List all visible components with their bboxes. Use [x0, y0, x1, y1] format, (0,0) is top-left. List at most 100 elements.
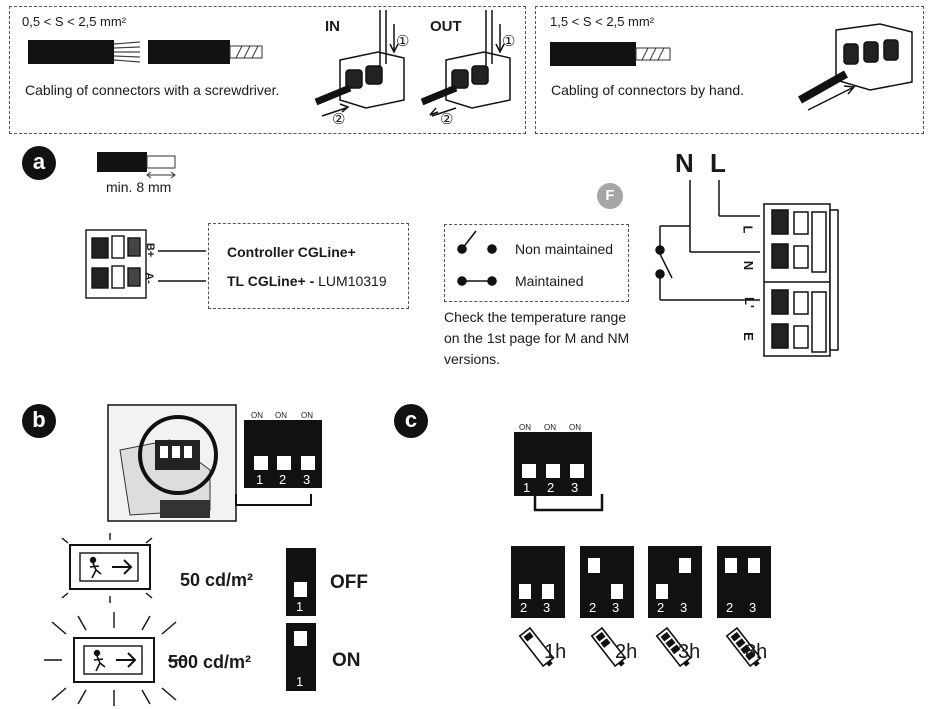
lum2-state: ON	[332, 650, 361, 671]
strip-length-wire-icon	[97, 152, 176, 179]
b-dip-num-1: 1	[256, 472, 264, 487]
lum2-value: 500 cd/m²	[168, 652, 252, 672]
sw1-off-num: 1	[296, 599, 304, 614]
b-dip-lever-1[interactable]	[254, 456, 268, 470]
stripped-wire-stranded-icon	[28, 40, 141, 64]
in-connector-icon	[314, 10, 405, 117]
duration-3h-lever-3[interactable]	[679, 558, 691, 573]
terminal-e: E	[740, 332, 756, 341]
c-dip-lever-1[interactable]	[522, 464, 536, 478]
hand-cabling-box	[535, 6, 924, 134]
box2-caption: Cabling of connectors by hand.	[551, 82, 745, 98]
sw1-off-state[interactable]: 1	[286, 548, 316, 616]
duration-1h-switch[interactable]: 2 3	[511, 546, 565, 618]
tl-label-bold: TL CGLine+ -	[227, 273, 315, 289]
note-line2: on the 1st page for M and NM	[444, 330, 630, 346]
duration-3h-num-3: 3	[680, 600, 688, 615]
lum1-value: 50 cd/m²	[180, 570, 254, 590]
strip-length-label: min. 8 mm	[106, 179, 172, 195]
duration-2h-num-3: 3	[612, 600, 620, 615]
b-dip-switch[interactable]: 1 2 3	[244, 420, 322, 488]
duration-2h-label: 2h	[615, 641, 638, 663]
box1-caption: Cabling of connectors with a screwdriver…	[25, 82, 280, 98]
section-b-badge: b	[22, 404, 56, 438]
b-on-label-2: ON	[275, 411, 287, 420]
push-connector-icon	[798, 23, 913, 111]
sw1-on-state[interactable]: 1	[286, 623, 316, 691]
legend-non-maintained: Non maintained	[515, 241, 614, 257]
battery-icon-2h	[590, 626, 627, 668]
driver-board-photo	[107, 404, 237, 522]
sw1-on-lever[interactable]	[294, 631, 307, 646]
battery-icon-3h	[655, 626, 692, 668]
b-dip-lever-2[interactable]	[277, 456, 291, 470]
mains-terminal-block-icon	[763, 203, 839, 357]
duration-8h-lever-3[interactable]	[748, 558, 760, 573]
out-connector-icon	[420, 10, 511, 117]
tl-label-code: LUM10319	[314, 273, 387, 289]
duration-1h-lever-2[interactable]	[519, 584, 531, 599]
neutral-label: N	[675, 148, 694, 178]
b-dip-lever-3[interactable]	[301, 456, 315, 470]
c-dip-switch[interactable]: 1 2 3	[514, 432, 592, 496]
f-badge: F	[597, 183, 623, 209]
tl-label: TL CGLine+ - LUM10319	[227, 273, 387, 289]
duration-8h-num-3: 3	[749, 600, 757, 615]
duration-8h-lever-2[interactable]	[725, 558, 737, 573]
c-on-label-3: ON	[569, 423, 581, 432]
in-label: IN	[325, 18, 340, 35]
terminal-l-prime: L'	[742, 296, 758, 309]
sw1-off-lever[interactable]	[294, 582, 307, 597]
note-line1: Check the temperature range	[444, 309, 627, 325]
duration-2h-num-2: 2	[589, 600, 597, 615]
in-step1-marker: ①	[396, 33, 410, 50]
mains-wiring-diagram	[655, 180, 760, 301]
out-step1-marker: ①	[502, 33, 516, 50]
c-dip-lever-2[interactable]	[546, 464, 560, 478]
switch-legend-box	[444, 224, 629, 302]
solid-wire-icon	[550, 42, 671, 66]
duration-1h-num-2: 2	[520, 600, 528, 615]
c-dip-num-1: 1	[523, 480, 531, 495]
duration-2h-lever-2[interactable]	[588, 558, 600, 573]
duration-3h-switch[interactable]: 2 3	[648, 546, 702, 618]
screwdriver-cabling-box	[9, 6, 526, 134]
section-a-badge: a	[22, 146, 56, 180]
b-dip-bracket	[235, 494, 312, 506]
controller-box	[208, 223, 409, 309]
terminal-n: N	[741, 260, 757, 271]
box2-section-spec: 1,5 < S < 2,5 mm²	[550, 14, 655, 29]
stripped-wire-solid-icon	[148, 40, 263, 64]
legend-maintained: Maintained	[515, 273, 584, 289]
control-terminal-block-icon	[85, 229, 147, 299]
non-maintained-switch-symbol	[457, 230, 497, 254]
b-dip-num-2: 2	[279, 472, 287, 487]
duration-3h-label: 3h	[678, 641, 701, 663]
duration-8h-switch[interactable]: 2 3	[717, 546, 771, 618]
b-on-label-3: ON	[301, 411, 313, 420]
section-c-badge: c	[394, 404, 428, 438]
exit-sign-dim-icon	[61, 533, 153, 603]
terminal-l: L	[740, 225, 756, 234]
terminal-a-minus: A-	[142, 272, 155, 284]
terminal-b-plus: B+	[144, 242, 157, 258]
duration-1h-num-3: 3	[543, 600, 551, 615]
in-step2-marker: ②	[332, 111, 346, 128]
duration-2h-switch[interactable]: 2 3	[580, 546, 634, 618]
duration-3h-lever-2[interactable]	[656, 584, 668, 599]
c-dip-lever-3[interactable]	[570, 464, 584, 478]
out-step2-marker: ②	[440, 111, 454, 128]
c-dip-num-2: 2	[547, 480, 555, 495]
c-dip-bracket	[533, 494, 604, 512]
duration-2h-lever-3[interactable]	[611, 584, 623, 599]
duration-8h-label: 8h	[745, 641, 768, 663]
maintained-switch-symbol	[457, 276, 497, 286]
b-dip-num-3: 3	[303, 472, 311, 487]
c-on-label-1: ON	[519, 423, 531, 432]
sw1-on-num: 1	[296, 674, 304, 689]
duration-1h-lever-3[interactable]	[542, 584, 554, 599]
note-line3: versions.	[444, 351, 501, 367]
controller-label: Controller CGLine+	[227, 244, 356, 260]
